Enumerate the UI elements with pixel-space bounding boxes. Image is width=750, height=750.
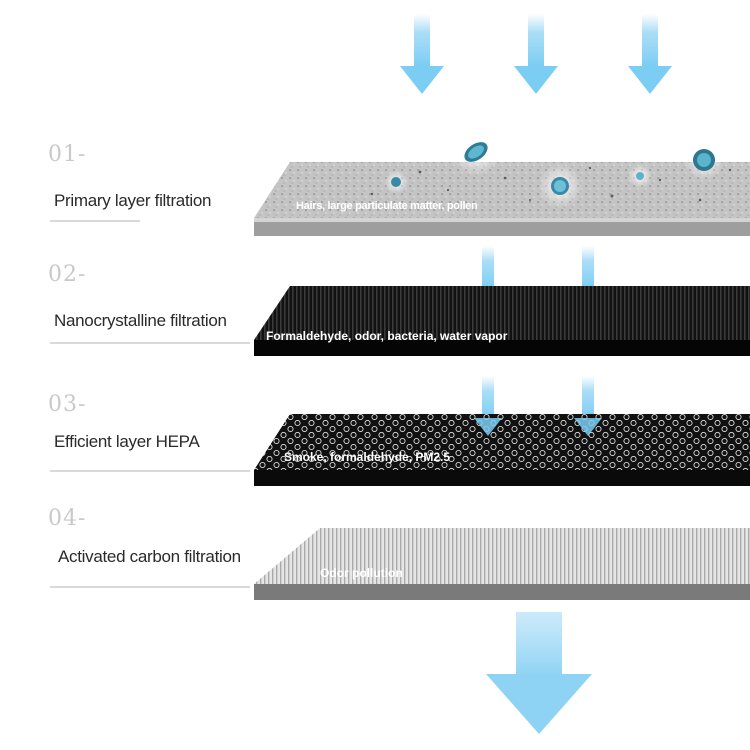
divider [50,220,140,222]
virus-icon [384,170,408,194]
step-number: 03- [48,392,86,417]
layer-primary [254,162,750,236]
virus-icon [538,164,582,208]
step-number: 01- [48,142,86,167]
divider [50,470,250,472]
step-title: Activated carbon filtration [58,547,241,567]
divider [50,586,250,588]
down-arrow-icon [486,612,592,734]
step-number: 04- [48,506,86,531]
down-arrow-icon [628,14,672,94]
divider [50,342,250,344]
down-arrow-icon [514,14,558,94]
step-title: Nanocrystalline filtration [54,311,227,331]
down-arrow-icon [400,14,444,94]
layer-caption: Odor pollution [320,566,403,580]
virus-icon [684,140,724,180]
step-number: 02- [48,262,86,287]
layer-caption: Formaldehyde, odor, bacteria, water vapo… [266,329,507,343]
layer-activated-carbon [254,528,750,600]
virus-icon [628,164,652,188]
layer-caption: Smoke, formaldehyde, PM2.5 [284,450,450,464]
bacteria-icon [450,124,502,176]
step-title: Efficient layer HEPA [54,432,200,452]
step-title: Primary layer filtration [54,191,211,211]
layer-nanocrystalline [254,286,750,356]
layer-caption: Hairs, large particulate matter, pollen [296,200,477,212]
